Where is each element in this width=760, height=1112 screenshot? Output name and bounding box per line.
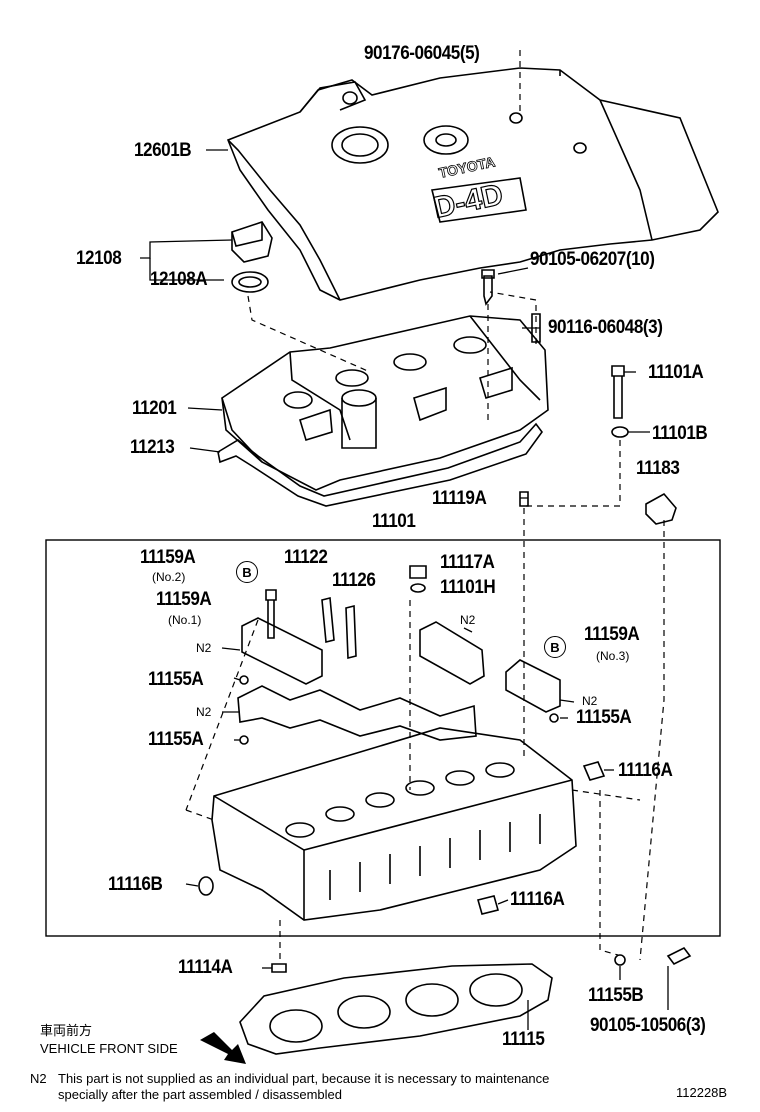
label-11115[interactable]: 11115 — [502, 1029, 545, 1050]
oil-filler-cap-drawing — [231, 221, 273, 293]
label-12108[interactable]: 12108 — [76, 248, 122, 269]
stud-90116-06048-drawing — [531, 313, 541, 343]
note-marker-n2-b: N2 — [196, 641, 212, 655]
bushing-11126-drawing — [345, 604, 357, 660]
label-11159a-no3[interactable]: 11159A — [584, 624, 640, 645]
sublabel-no1: (No.1) — [168, 613, 202, 627]
front-direction-arrow-icon — [200, 1032, 246, 1064]
ring-11155a-1-drawing — [239, 675, 249, 685]
plug-11116a-2-drawing — [477, 895, 499, 915]
note-line-2: specially after the part assembled / dis… — [58, 1087, 342, 1102]
note-key-n2: N2 — [30, 1071, 47, 1086]
bolt-90105-06207-drawing — [481, 269, 495, 306]
head-gasket-drawing — [239, 963, 553, 1055]
label-11159a-no2[interactable]: 11159A — [140, 547, 196, 568]
label-11117a[interactable]: 11117A — [440, 552, 495, 573]
guide-lines — [185, 50, 665, 961]
diagram-ref-code: 112228B — [676, 1085, 728, 1100]
leader-lines — [140, 149, 669, 1030]
label-11201[interactable]: 11201 — [132, 398, 177, 419]
label-11101b[interactable]: 11101B — [652, 423, 708, 444]
label-90116-06048[interactable]: 90116-06048(3) — [548, 317, 663, 338]
label-11159a-no1[interactable]: 11159A — [156, 589, 212, 610]
label-90176-06045[interactable]: 90176-06045(5) — [364, 43, 480, 64]
vehicle-front-side: VEHICLE FRONT SIDE — [40, 1041, 178, 1056]
marker-b-2: B — [544, 636, 566, 658]
sublabel-no2: (No.2) — [152, 570, 186, 584]
label-11183[interactable]: 11183 — [636, 458, 680, 479]
note-line-1: This part is not supplied as an individu… — [58, 1071, 550, 1086]
label-11116b[interactable]: 11116B — [108, 874, 163, 895]
note-marker-n2-d: N2 — [196, 705, 212, 719]
label-11114a[interactable]: 11114A — [178, 957, 233, 978]
pin-11119a-drawing — [519, 491, 529, 507]
label-90105-06207[interactable]: 90105-06207(10) — [530, 249, 655, 270]
label-11116a-1[interactable]: 11116A — [618, 760, 673, 781]
ring-11155a-3-drawing — [549, 713, 559, 723]
label-11122[interactable]: 11122 — [284, 547, 328, 568]
label-11101h[interactable]: 11101H — [440, 577, 496, 598]
bushing-11122-drawing — [321, 596, 335, 644]
note-marker-n2-a: N2 — [460, 613, 476, 627]
plug-11116a-1-drawing — [582, 761, 606, 781]
cylinder-head-cover-drawing — [221, 315, 549, 491]
bolt-11101a-drawing — [611, 365, 625, 419]
note-marker-n2-c: N2 — [582, 694, 598, 708]
cylinder-head-drawing — [211, 727, 577, 921]
label-11155a-1[interactable]: 11155A — [148, 669, 204, 690]
cover-model-text: D-4D — [431, 178, 506, 225]
label-11155a-2[interactable]: 11155A — [148, 729, 204, 750]
ring-11155a-2-drawing — [239, 735, 249, 745]
camshaft-bearing-cap-drawing — [237, 617, 561, 741]
label-11155b[interactable]: 11155B — [588, 985, 644, 1006]
label-12108a[interactable]: 12108A — [150, 269, 208, 290]
label-11213[interactable]: 11213 — [130, 437, 175, 458]
head-cover-gasket-drawing — [217, 422, 543, 507]
plug-11117a-drawing — [409, 565, 427, 579]
ring-11155b-drawing — [614, 954, 626, 966]
vehicle-front-jp: 車両前方 — [40, 1023, 93, 1038]
label-12601b[interactable]: 12601B — [134, 140, 192, 161]
label-11126[interactable]: 11126 — [332, 570, 376, 591]
marker-b-1: B — [236, 561, 258, 583]
engine-cover-drawing — [226, 67, 719, 301]
bracket-11183-drawing — [645, 492, 677, 525]
label-90105-10506[interactable]: 90105-10506(3) — [590, 1015, 706, 1036]
washer-11101b-drawing — [611, 426, 629, 438]
washer-11101h-drawing — [410, 583, 426, 593]
bolt-90105-10506-drawing — [666, 946, 692, 966]
label-11101a[interactable]: 11101A — [648, 362, 704, 383]
plug-11116b-drawing — [198, 876, 214, 896]
pin-11114a-drawing — [271, 963, 287, 973]
label-11101[interactable]: 11101 — [372, 511, 416, 532]
cover-brand-text: TOYOTA — [437, 153, 496, 181]
label-11119a[interactable]: 11119A — [432, 488, 487, 509]
label-11155a-3[interactable]: 11155A — [576, 707, 632, 728]
assembly-11101-frame — [45, 539, 721, 937]
label-11116a-2[interactable]: 11116A — [510, 889, 565, 910]
bolt-11159a-drawing — [265, 589, 277, 639]
sublabel-no3: (No.3) — [596, 649, 630, 663]
